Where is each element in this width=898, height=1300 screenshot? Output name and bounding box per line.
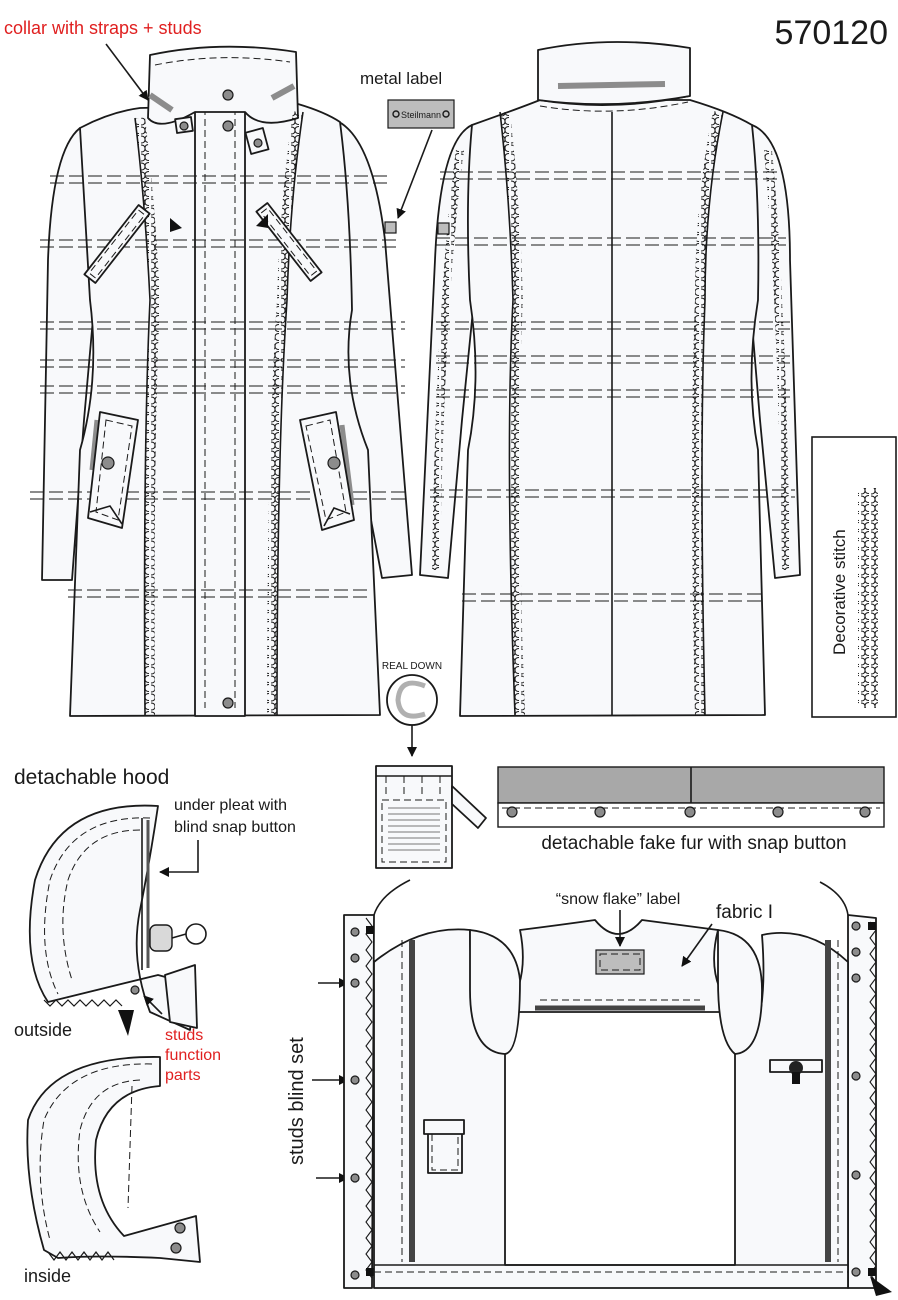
lining-inner-zip-pocket xyxy=(769,1059,823,1084)
hood-outside-view xyxy=(28,804,207,1036)
studs-function-caption-2: function xyxy=(165,1047,221,1064)
collar-stud xyxy=(179,121,189,131)
back-decorative-seam-right xyxy=(692,110,723,716)
front-lower-pocket-right xyxy=(299,411,355,531)
metal-label-sleeve-front xyxy=(384,221,397,234)
back-sleeve-zip-right xyxy=(764,149,790,571)
collar-annotation: collar with straps + studs xyxy=(4,18,202,38)
coat-lining-inside-view xyxy=(343,879,892,1296)
front-lower-pocket-left xyxy=(87,411,139,529)
metal-label-brand: Steilmann xyxy=(401,110,441,120)
detachable-hood-title: detachable hood xyxy=(14,766,169,789)
real-down-caption: REAL DOWN xyxy=(382,661,442,672)
collar-annotation-arrow xyxy=(105,43,149,101)
back-quilting-lines xyxy=(430,171,795,602)
detachable-fake-fur: detachable fake fur with snap button xyxy=(497,766,885,854)
coat-back-view xyxy=(419,41,801,717)
front-collar xyxy=(147,45,299,125)
hood-toggle-clip xyxy=(149,923,207,952)
decorative-stitch-sample xyxy=(858,488,878,708)
front-right-sleeve xyxy=(329,119,413,579)
back-collar xyxy=(537,41,691,106)
front-decorative-seam-left xyxy=(135,117,161,716)
metal-label-arrow xyxy=(396,129,433,219)
decorative-stitch-caption: Decorative stitch xyxy=(830,529,849,655)
front-zip-placket xyxy=(194,79,246,717)
fake-fur-caption: detachable fake fur with snap button xyxy=(541,833,846,854)
front-left-sleeve xyxy=(41,127,101,581)
fabric-caption: fabric I xyxy=(716,902,773,923)
back-sleeve-zip-left xyxy=(432,149,464,571)
hood-outside-caption: outside xyxy=(14,1020,72,1040)
studs-function-caption-1: studs xyxy=(165,1027,203,1044)
hood-inside-view xyxy=(26,1056,201,1263)
lining-left-facing xyxy=(343,914,375,1289)
lining-inner-pocket xyxy=(423,1119,465,1174)
lining-right-armhole xyxy=(717,929,763,1055)
studs-blind-set-caption: studs blind set xyxy=(286,1037,308,1165)
lining-facing-studs xyxy=(350,921,876,1280)
lining-right-facing xyxy=(847,914,877,1289)
metal-label-detail: Steilmann xyxy=(387,99,455,129)
metal-label-sleeve-back xyxy=(437,222,450,235)
hood-inside-caption: inside xyxy=(24,1266,71,1286)
back-decorative-seam-left xyxy=(500,111,525,716)
real-down-tag: REAL DOWN xyxy=(375,661,487,869)
snow-flake-caption: “snow flake” label xyxy=(556,891,681,908)
lining-body xyxy=(373,928,849,1289)
coat-front-view xyxy=(30,45,413,717)
studs-function-caption-3: parts xyxy=(165,1067,201,1084)
lining-left-armhole xyxy=(469,929,521,1055)
front-chest-pocket-left xyxy=(83,204,182,284)
style-number: 570120 xyxy=(775,14,888,52)
decorative-stitch-box: Decorative stitch xyxy=(811,436,897,718)
front-chest-pocket-right xyxy=(255,202,323,282)
under-pleat-caption-1: under pleat with xyxy=(174,797,287,814)
under-pleat-caption-2: blind snap button xyxy=(174,819,296,836)
metal-label-caption: metal label xyxy=(360,69,442,88)
